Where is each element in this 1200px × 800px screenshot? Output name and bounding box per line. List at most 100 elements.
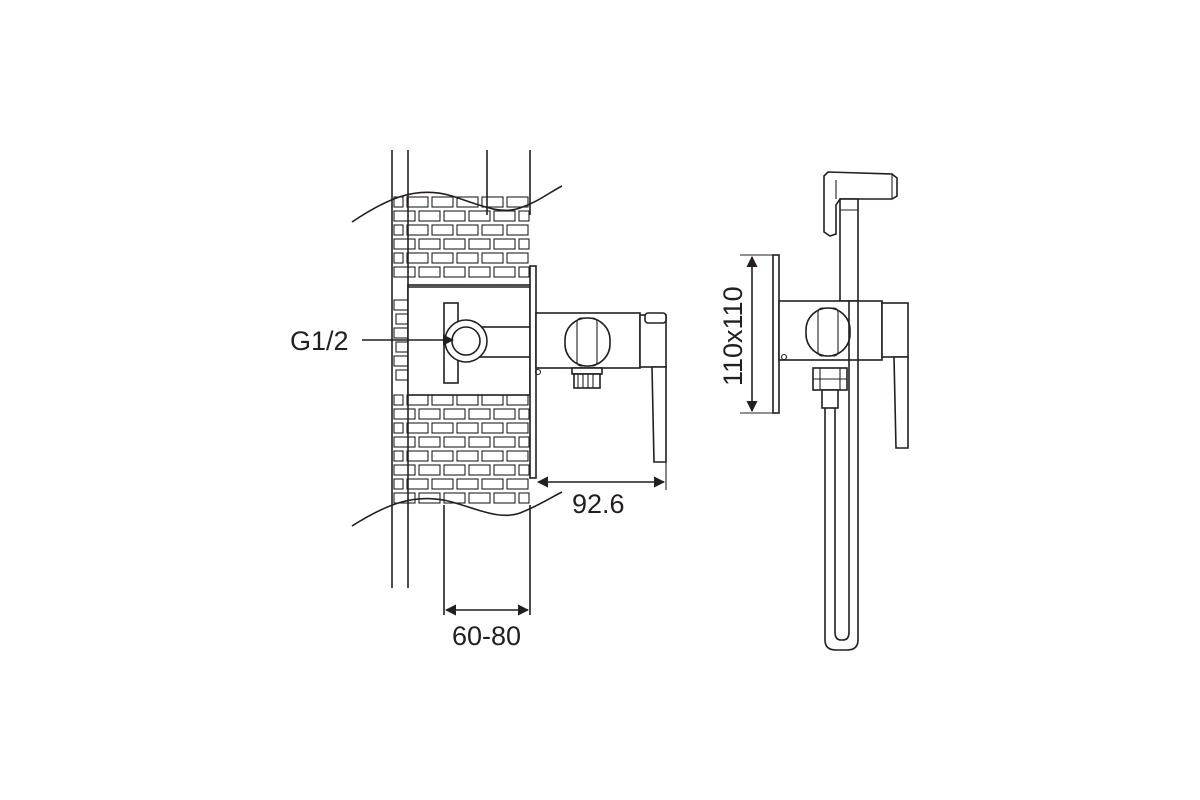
brick <box>468 464 491 476</box>
brick <box>393 266 416 278</box>
brick <box>431 394 454 406</box>
lever-arm <box>651 366 667 463</box>
brick <box>493 464 516 476</box>
brick <box>443 210 466 222</box>
brick <box>481 394 504 406</box>
brick <box>506 252 529 264</box>
brick <box>456 224 479 236</box>
front-knob <box>805 307 851 357</box>
brick <box>518 464 530 476</box>
brick <box>493 408 516 420</box>
brick <box>443 266 466 278</box>
brick <box>406 478 429 490</box>
bottom-break-line <box>351 491 563 527</box>
brick <box>393 394 404 406</box>
brick <box>456 422 479 434</box>
brick <box>456 478 479 490</box>
brick <box>418 238 441 250</box>
brick <box>393 464 416 476</box>
brick <box>443 238 466 250</box>
front-lever-arm <box>893 356 909 449</box>
brick <box>393 210 416 222</box>
brick <box>481 224 504 236</box>
brick <box>393 224 404 236</box>
thread-label: G1/2 <box>290 326 349 356</box>
brick <box>418 436 441 448</box>
brick <box>506 422 529 434</box>
brick <box>506 394 529 406</box>
brick <box>406 394 429 406</box>
brick <box>418 210 441 222</box>
brick <box>456 394 479 406</box>
brick <box>518 408 530 420</box>
brick <box>418 266 441 278</box>
brick <box>406 252 429 264</box>
brick <box>481 450 504 462</box>
brick <box>393 492 416 504</box>
brick <box>443 408 466 420</box>
brick <box>393 252 404 264</box>
brick <box>493 210 516 222</box>
brick <box>393 238 416 250</box>
brick <box>493 436 516 448</box>
brick <box>431 422 454 434</box>
brick <box>493 238 516 250</box>
front-plate <box>772 254 780 414</box>
brick <box>518 266 530 278</box>
brick <box>431 478 454 490</box>
brick <box>506 450 529 462</box>
brick <box>418 408 441 420</box>
brick <box>431 224 454 236</box>
brick <box>406 422 429 434</box>
brick <box>468 266 491 278</box>
brick <box>431 252 454 264</box>
side-view: G1/2 92.6 60-80 <box>290 150 667 651</box>
hose-connector <box>821 389 839 409</box>
brick <box>443 436 466 448</box>
brick <box>481 252 504 264</box>
brick <box>481 422 504 434</box>
brick <box>406 196 429 208</box>
brick <box>431 450 454 462</box>
brick <box>393 436 416 448</box>
brick <box>468 492 491 504</box>
brick <box>493 266 516 278</box>
projection-label: 92.6 <box>572 489 625 519</box>
brick <box>456 450 479 462</box>
brick <box>506 478 529 490</box>
wall-depth-label: 60-80 <box>452 621 521 651</box>
brick <box>468 238 491 250</box>
brick <box>393 408 416 420</box>
mixer-knob <box>564 317 611 367</box>
brick <box>418 464 441 476</box>
plate-size-label: 110x110 <box>718 286 748 386</box>
brick <box>518 492 530 504</box>
front-lever-hub <box>881 302 909 358</box>
brick <box>493 492 516 504</box>
brick <box>393 422 404 434</box>
outlet-nut-top <box>571 367 603 375</box>
hand-shower-handle <box>839 198 859 302</box>
inlet-circle-inner <box>451 326 481 356</box>
brick <box>443 464 466 476</box>
brick <box>468 436 491 448</box>
hose <box>824 300 859 651</box>
top-break-line <box>351 185 563 223</box>
brick <box>506 224 529 236</box>
front-view: 110x110 <box>718 171 909 651</box>
brick <box>481 478 504 490</box>
brick <box>468 408 491 420</box>
brick <box>393 478 404 490</box>
brick <box>481 196 504 208</box>
brick <box>518 436 530 448</box>
brick <box>506 196 529 208</box>
brick <box>456 252 479 264</box>
brick <box>431 196 454 208</box>
brick <box>518 238 530 250</box>
brick <box>406 450 429 462</box>
brick <box>406 224 429 236</box>
brick <box>393 450 404 462</box>
hand-shower-head <box>823 171 898 237</box>
